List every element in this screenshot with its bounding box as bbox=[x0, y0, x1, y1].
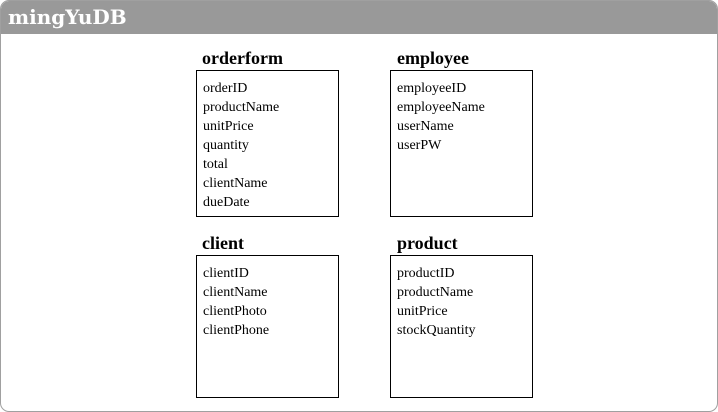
table-title-orderform: orderform bbox=[202, 48, 283, 68]
field-item: clientName bbox=[203, 176, 268, 191]
field-item: clientName bbox=[203, 285, 268, 300]
field-item: employeeID bbox=[397, 81, 467, 96]
table-box-employee[interactable]: employeeID employeeName userName userPW bbox=[390, 70, 533, 217]
field-item: clientPhone bbox=[203, 323, 270, 338]
field-item: clientID bbox=[203, 266, 249, 281]
field-item: stockQuantity bbox=[397, 323, 476, 338]
table-title-product: product bbox=[397, 233, 458, 253]
field-item: productName bbox=[397, 285, 474, 300]
field-item: employeeName bbox=[397, 100, 485, 115]
field-item: quantity bbox=[203, 138, 249, 153]
field-item: unitPrice bbox=[203, 119, 254, 134]
field-item: productName bbox=[203, 100, 280, 115]
table-title-client: client bbox=[202, 233, 244, 253]
table-box-orderform[interactable]: orderID productName unitPrice quantity t… bbox=[196, 70, 339, 217]
database-title: mingYuDB bbox=[8, 5, 127, 29]
field-item: productID bbox=[397, 266, 455, 281]
field-item: clientPhoto bbox=[203, 304, 267, 319]
field-item: dueDate bbox=[203, 195, 250, 210]
field-item: userPW bbox=[397, 138, 442, 153]
field-item: orderID bbox=[203, 81, 248, 96]
table-box-product[interactable]: productID productName unitPrice stockQua… bbox=[390, 255, 533, 398]
field-item: userName bbox=[397, 119, 454, 134]
table-title-employee: employee bbox=[397, 48, 469, 68]
field-item: unitPrice bbox=[397, 304, 448, 319]
table-box-client[interactable]: clientID clientName clientPhoto clientPh… bbox=[196, 255, 339, 398]
title-bar: mingYuDB bbox=[1, 1, 717, 34]
field-item: total bbox=[203, 157, 228, 172]
